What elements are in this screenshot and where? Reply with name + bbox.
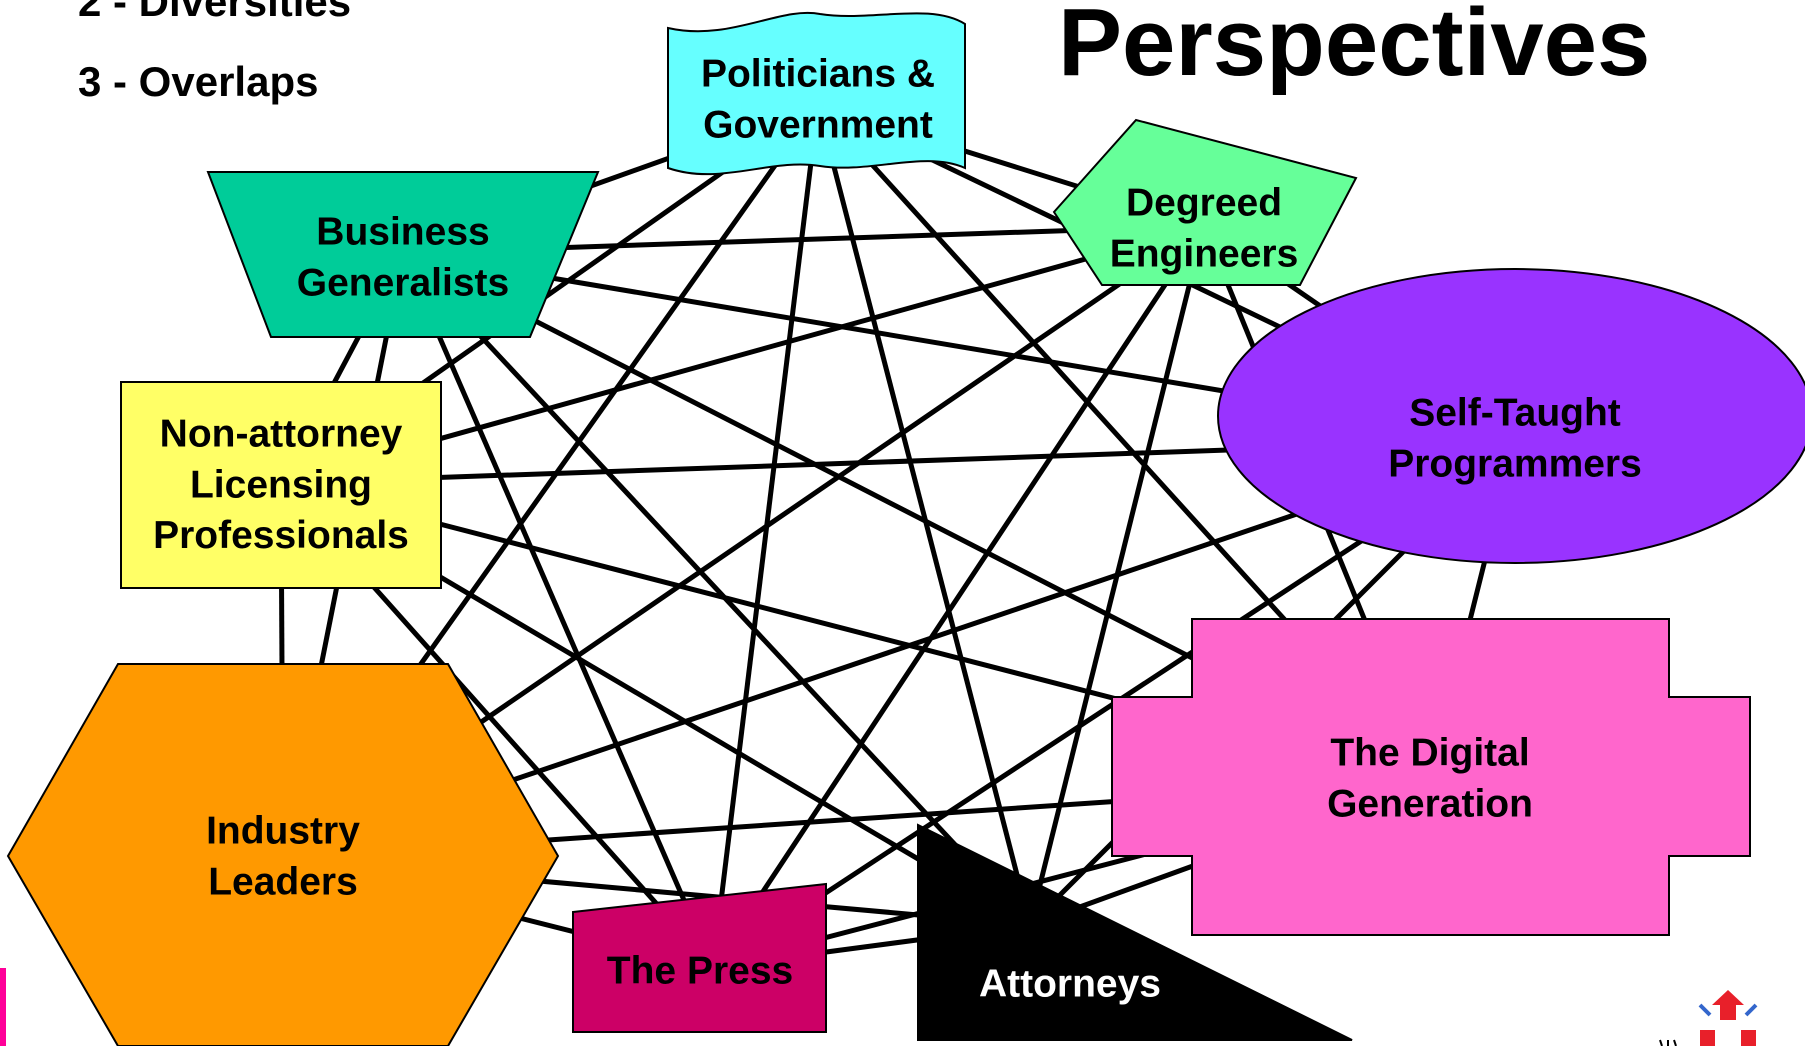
connector-degreed-press — [710, 224, 1207, 969]
list-item-diversities: 2 - Diversities — [78, 0, 352, 25]
slide-decorations — [0, 968, 1758, 1046]
business-label: Generalists — [297, 261, 509, 304]
digital-label: Generation — [1327, 782, 1533, 825]
nonattorney-label: Licensing — [190, 463, 372, 506]
politicians-node — [667, 11, 966, 176]
node-shapes — [6, 11, 1805, 1046]
connector-politicians-press — [710, 104, 821, 968]
politicians-label: Politicians & — [701, 53, 935, 96]
logo-icon — [1659, 990, 1758, 1046]
industry-node — [6, 663, 560, 1046]
nonattorney-label: Non-attorney — [160, 413, 403, 456]
politicians-label: Government — [703, 103, 933, 146]
node-labels: Politicians & GovernmentBusinessGeneralis… — [153, 53, 1642, 1006]
nonattorney-node — [120, 381, 442, 589]
attorneys-node — [917, 823, 1353, 1041]
degreed-label: Engineers — [1110, 232, 1299, 275]
selftaught-node — [1217, 268, 1805, 564]
business-label: Business — [316, 211, 489, 254]
digital-node — [1111, 618, 1751, 936]
degreed-label: Degreed — [1126, 182, 1282, 225]
selftaught-label: Programmers — [1388, 442, 1642, 485]
nonattorney-label: Professionals — [153, 514, 409, 557]
selftaught-label: Self-Taught — [1409, 392, 1621, 435]
connector-business-press — [400, 252, 716, 968]
page-title: Perspectives — [1058, 0, 1651, 96]
list-item-overlaps: 3 - Overlaps — [78, 58, 319, 105]
business-node — [206, 171, 600, 338]
connector-politicians-attorneys — [815, 104, 1033, 926]
industry-label: Leaders — [208, 860, 358, 903]
accent-bar — [0, 968, 6, 1046]
press-node — [572, 882, 827, 1033]
press-label: The Press — [607, 950, 793, 993]
digital-label: The Digital — [1330, 732, 1529, 775]
industry-label: Industry — [206, 810, 360, 853]
attorneys-label: Attorneys — [979, 963, 1161, 1006]
degreed-node — [1052, 118, 1358, 286]
